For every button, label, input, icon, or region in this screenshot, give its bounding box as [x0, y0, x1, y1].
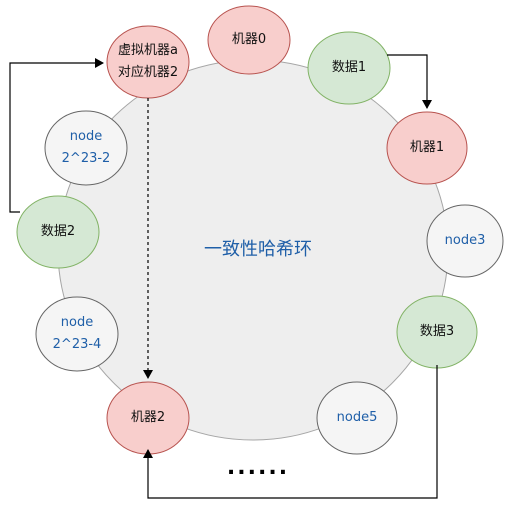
arrow-data3-to-machine2: [143, 365, 438, 499]
vmachine-a-shape: [106, 25, 190, 99]
machine0-shape: [207, 5, 291, 75]
node3-shape: [426, 204, 504, 278]
data1-shape: [307, 31, 391, 105]
arrow-data1-to-machine1: [387, 54, 432, 109]
arrow-data2-to-vmachine-a: [9, 58, 104, 213]
hash-ring: [57, 59, 449, 441]
node-2-23-2-shape: [44, 110, 128, 186]
data2-shape: [16, 195, 100, 269]
machine1-shape: [386, 111, 468, 185]
data3-shape: [396, 295, 478, 369]
node-2-23-4-shape: [35, 296, 119, 372]
machine2-shape: [106, 381, 190, 455]
node5-shape: [316, 381, 398, 455]
